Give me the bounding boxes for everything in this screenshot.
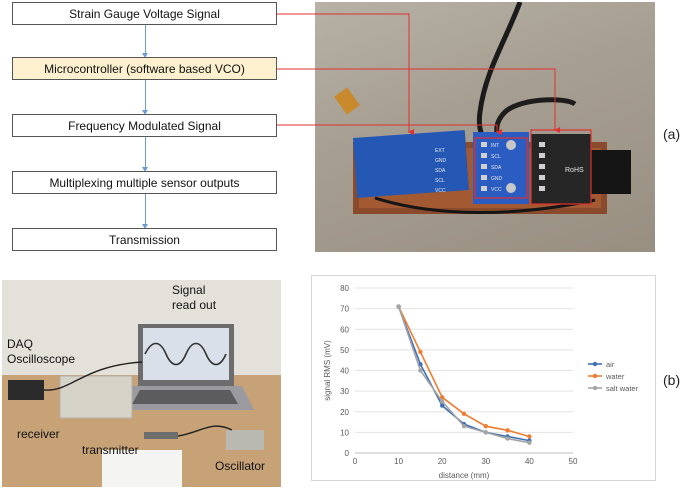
legend-entry: air [606, 360, 615, 369]
x-tick-label: 0 [353, 457, 358, 466]
silkscreen-text: EXT [435, 148, 445, 154]
legend-swatch-marker [592, 361, 598, 367]
legend-entry: water [605, 372, 625, 381]
data-point [461, 411, 467, 417]
silkscreen-text: GND [491, 176, 503, 182]
y-tick-label: 30 [340, 387, 349, 396]
data-point [418, 368, 423, 373]
chart-frame: 0 10 20 30 40 50 60 70 80 0 10 20 30 40 50 distance (mm… [311, 275, 656, 481]
y-tick-label: 80 [340, 284, 349, 293]
silkscreen-text: VCC [491, 187, 502, 193]
panel-label-a: (a) [663, 126, 681, 142]
silkscreen-text: SDA [491, 165, 502, 171]
x-axis-label: distance (mm) [439, 471, 490, 480]
setup-illustration [2, 280, 281, 487]
data-point [527, 434, 532, 439]
data-point [461, 423, 467, 429]
data-point [483, 423, 488, 429]
x-tick-label: 40 [525, 457, 534, 466]
data-point [483, 430, 488, 435]
silkscreen-text: GND [435, 158, 447, 164]
silkscreen-text: VCC [435, 188, 446, 194]
flow-arrow [142, 137, 148, 172]
data-point [505, 428, 510, 433]
circuit-board-illustration: INT SCL SDA GND VCC EXT GND SDA SCL VCC … [334, 2, 631, 214]
silkscreen-text: SCL [435, 178, 445, 184]
y-tick-label: 10 [340, 428, 349, 437]
data-point [440, 403, 445, 408]
y-axis-label: signal RMS (mV) [323, 340, 332, 401]
series-line-water [397, 306, 530, 438]
panel-label-b: (b) [663, 372, 681, 388]
x-tick-label: 20 [438, 457, 447, 466]
data-point [505, 436, 510, 441]
oscillator-label: Oscillator [215, 459, 266, 473]
x-tick-label: 50 [569, 457, 578, 466]
data-point [440, 399, 445, 404]
y-tick-label: 20 [340, 408, 349, 417]
daq-oscilloscope-label: DAQ Oscilloscope [7, 337, 76, 366]
legend-swatch-marker [592, 373, 598, 379]
legend-swatch-marker [592, 385, 598, 391]
flow-step-multiplexing: Multiplexing multiple sensor outputs [12, 171, 277, 194]
series-line-air [397, 306, 530, 442]
signal-rms-chart: 0 10 20 30 40 50 60 70 80 0 10 20 30 40 50 distance (mm… [323, 284, 639, 480]
flow-step-fm-signal: Frequency Modulated Signal [12, 114, 277, 137]
circuit-board-photo: INT SCL SDA GND VCC EXT GND SDA SCL VCC … [315, 2, 655, 252]
silkscreen-text: SDA [435, 168, 446, 174]
silkscreen-text: INT [491, 143, 499, 149]
flow-step-microcontroller: Microcontroller (software based VCO) [12, 57, 277, 80]
y-tick-label: 0 [345, 449, 350, 458]
flow-step-strain-gauge: Strain Gauge Voltage Signal [12, 2, 277, 25]
data-point [418, 349, 423, 355]
y-tick-label: 70 [340, 305, 349, 314]
flow-arrow [142, 194, 148, 229]
data-point [396, 304, 401, 309]
transmitter-label: transmitter [82, 443, 139, 457]
experimental-setup-photo: Signal read out DAQ Oscilloscope receive… [2, 280, 281, 487]
data-point [527, 440, 532, 445]
rohs-label: RoHS [565, 167, 584, 174]
signal-readout-label: Signal read out [172, 283, 217, 312]
x-tick-label: 10 [394, 457, 403, 466]
receiver-label: receiver [17, 427, 60, 441]
y-tick-label: 50 [340, 346, 349, 355]
flow-arrow [142, 80, 148, 115]
flow-step-transmission: Transmission [12, 228, 277, 251]
silkscreen-text: SCL [491, 154, 501, 160]
x-tick-label: 30 [481, 457, 490, 466]
flow-arrow [142, 25, 148, 58]
y-tick-label: 40 [340, 367, 349, 376]
y-tick-label: 60 [340, 325, 349, 334]
data-point [440, 395, 445, 400]
legend-entry: salt water [606, 384, 639, 393]
